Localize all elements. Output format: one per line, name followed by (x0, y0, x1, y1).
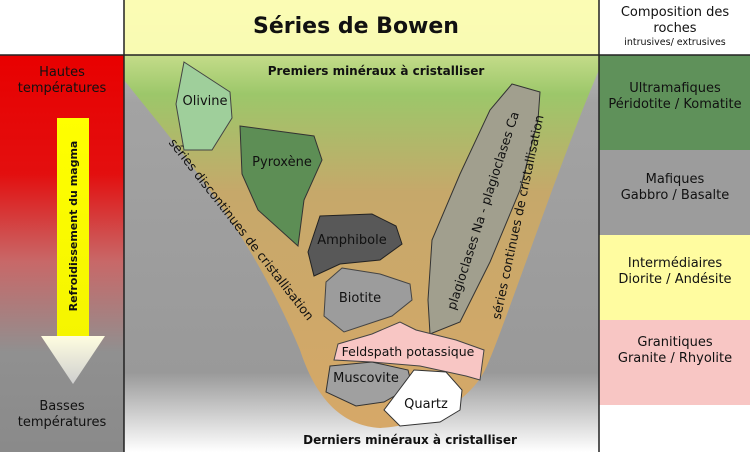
composition-header-box (599, 0, 750, 55)
composition-header-line2: roches (653, 21, 696, 36)
mafic-label: Mafiques (646, 172, 705, 187)
olivine-shape (175, 61, 233, 151)
low-temp-line1: Basses (39, 399, 84, 414)
granitic-rocks-label: Granite / Rhyolite (618, 351, 732, 366)
composition-intermediate-box (599, 235, 750, 320)
amphibole-label: Amphibole (317, 233, 386, 248)
cooling-arrow-shaft (57, 118, 89, 336)
intermediate-label: Intermédiaires (628, 256, 722, 271)
low-temp-line2: températures (18, 415, 107, 430)
ultramafic-label: Ultramafiques (629, 81, 721, 96)
composition-header-line1: Composition des (621, 5, 730, 20)
composition-ultramafic-box (599, 55, 750, 150)
composition-granitic-box (599, 320, 750, 405)
ultramafic-rocks-label: Péridotite / Komatite (608, 97, 741, 112)
composition-mafic-box (599, 150, 750, 235)
pyroxene-shape (239, 125, 323, 248)
title-band (124, 0, 599, 55)
last-minerals-label: Derniers minéraux à cristalliser (303, 433, 517, 447)
high-temp-line2: températures (18, 81, 107, 96)
biotite-label: Biotite (339, 291, 381, 306)
feldspath-label: Feldspath potassique (342, 344, 475, 359)
plagioclase-shape (427, 83, 541, 335)
page-title: Séries de Bowen (253, 14, 459, 39)
high-temp-line1: Hautes (39, 65, 85, 80)
mafic-rocks-label: Gabbro / Basalte (621, 188, 730, 203)
biotite-shape (323, 267, 413, 333)
amphibole-shape (307, 213, 403, 277)
composition-footer-box (599, 405, 750, 452)
composition-header-line3: intrusives/ extrusives (624, 37, 726, 48)
granitic-label: Granitiques (637, 335, 712, 350)
muscovite-label: Muscovite (333, 371, 399, 386)
cooling-arrow-head (41, 336, 105, 384)
quartz-shape (383, 369, 463, 427)
quartz-label: Quartz (404, 397, 448, 412)
feldspath-shape (333, 321, 485, 381)
olivine-label: Olivine (183, 94, 228, 109)
intermediate-rocks-label: Diorite / Andésite (618, 272, 731, 287)
first-minerals-label: Premiers minéraux à cristalliser (268, 64, 485, 78)
pyroxene-label: Pyroxène (252, 155, 312, 170)
cooling-arrow-label: Refroidissement du magma (67, 141, 80, 312)
top-left-corner (0, 0, 124, 55)
